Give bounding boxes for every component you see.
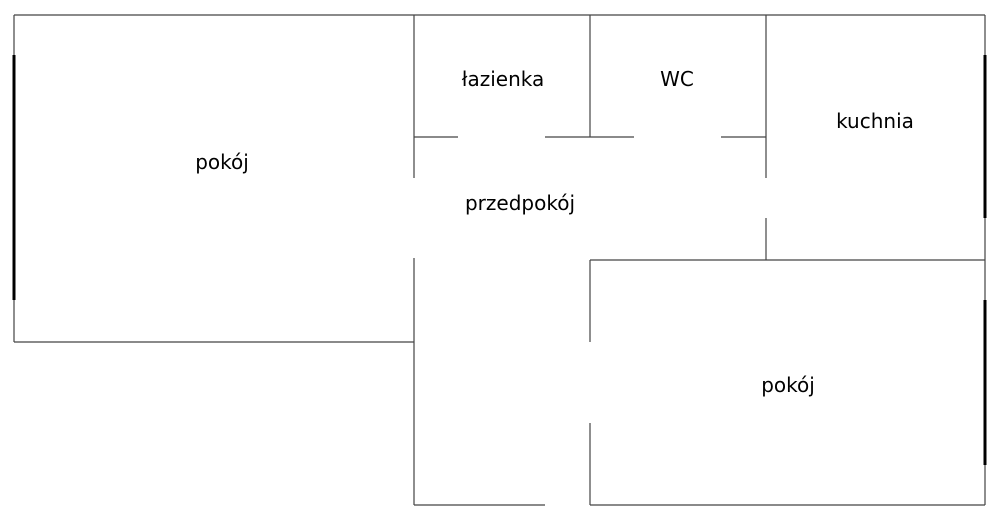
room-label-hallway: przedpokój [465, 191, 575, 215]
room-labels: pokój łazienka WC kuchnia przedpokój pok… [195, 67, 914, 397]
room-label-wc: WC [660, 67, 694, 91]
room-label-left: pokój [195, 150, 249, 174]
room-label-right: pokój [761, 373, 815, 397]
windows [12, 55, 987, 465]
room-label-bathroom: łazienka [462, 67, 544, 91]
room-label-kitchen: kuchnia [836, 109, 914, 133]
